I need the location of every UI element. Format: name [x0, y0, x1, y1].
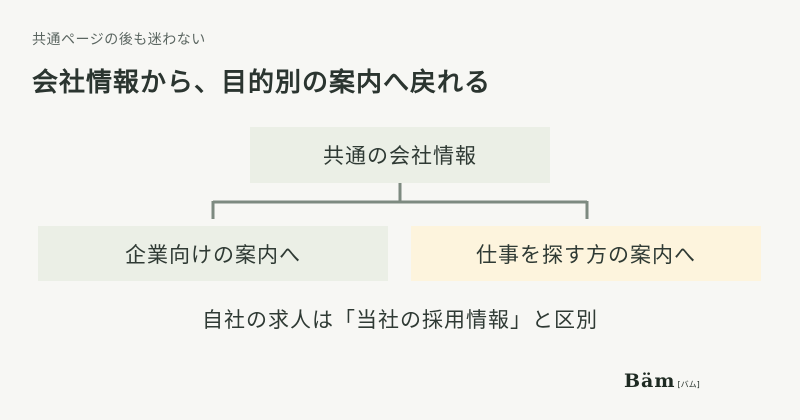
branch-node-job-seeker-guide: 仕事を探す方の案内へ	[411, 226, 761, 281]
logo-reading: [バム]	[677, 380, 700, 389]
page-title: 会社情報から、目的別の案内へ戻れる	[32, 68, 492, 98]
root-node-company-info: 共通の会社情報	[250, 127, 550, 183]
branch-node-business-guide: 企業向けの案内へ	[38, 226, 388, 281]
logo-wordmark: Bäm	[624, 370, 676, 392]
brand-logo: Bäm [バム]	[624, 370, 700, 392]
footnote-text: 自社の求人は「当社の採用情報」と区別	[202, 308, 598, 332]
eyebrow-text: 共通ページの後も迷わない	[32, 32, 206, 48]
